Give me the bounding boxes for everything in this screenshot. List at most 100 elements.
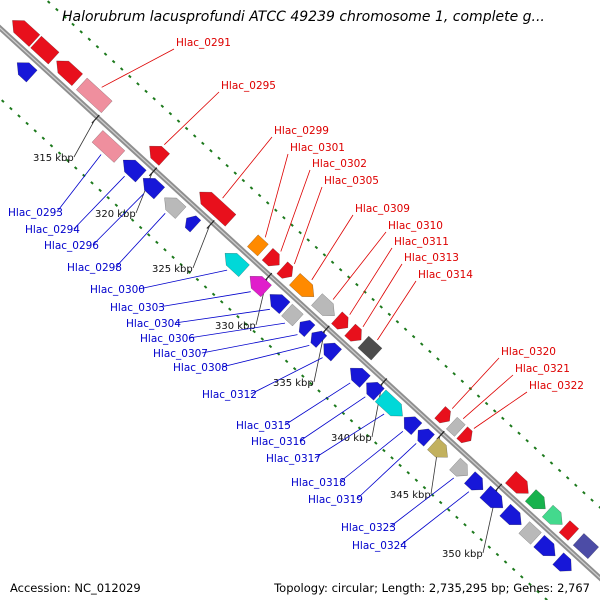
gene-label-Hlac_0294[interactable]: Hlac_0294 <box>25 224 80 236</box>
gene-Hlac_0308[interactable] <box>310 330 328 348</box>
gene-arrow[interactable] <box>572 533 600 560</box>
gene-arrow[interactable] <box>12 20 41 47</box>
gene-Hlac_0294[interactable] <box>122 159 147 183</box>
gene-arrow[interactable] <box>30 35 60 65</box>
gene-Hlac_0317[interactable] <box>374 389 403 417</box>
gene-Hlac_0322[interactable] <box>456 426 473 444</box>
gene-Hlac_0305[interactable] <box>276 261 294 279</box>
gene-Hlac_0291[interactable] <box>75 77 113 114</box>
gene-Hlac_0299[interactable] <box>199 191 237 227</box>
gene-label-Hlac_0300[interactable]: Hlac_0300 <box>90 284 145 296</box>
gene-label-Hlac_0296[interactable]: Hlac_0296 <box>44 240 99 252</box>
gene-Hlac_0315[interactable] <box>350 367 371 388</box>
gene-Hlac_0302[interactable] <box>261 247 280 267</box>
gene-label-leader <box>389 477 455 528</box>
gene-Hlac_0306[interactable] <box>281 303 304 327</box>
gene-label-Hlac_0295[interactable]: Hlac_0295 <box>221 80 276 92</box>
gene-label-leader <box>451 357 500 409</box>
gene-arrow[interactable] <box>518 521 542 545</box>
scale-tick-leader <box>192 225 210 269</box>
gene-label-Hlac_0316[interactable]: Hlac_0316 <box>251 436 306 448</box>
gene-label-leader <box>473 391 528 429</box>
gene-label-Hlac_0299[interactable]: Hlac_0299 <box>274 125 329 137</box>
gene-label-Hlac_0311[interactable]: Hlac_0311 <box>394 236 449 248</box>
gene-Hlac_0298[interactable] <box>164 197 187 219</box>
gene-label-Hlac_0310[interactable]: Hlac_0310 <box>388 220 443 232</box>
gene-arrow[interactable] <box>533 534 556 557</box>
gene-label-leader <box>222 136 273 199</box>
gene-label-leader <box>294 186 323 265</box>
gene-label-leader <box>138 269 228 290</box>
gene-label-Hlac_0306[interactable]: Hlac_0306 <box>140 333 195 345</box>
gene-Hlac_0309[interactable] <box>288 272 315 298</box>
scale-tick <box>436 430 445 440</box>
scale-tick <box>148 167 158 177</box>
gene-arrow[interactable] <box>558 520 580 541</box>
gene-Hlac_0323[interactable] <box>449 457 468 477</box>
gene-label-Hlac_0324[interactable]: Hlac_0324 <box>352 540 407 552</box>
gene-label-Hlac_0312[interactable]: Hlac_0312 <box>202 389 257 401</box>
gene-Hlac_0321[interactable] <box>445 416 466 437</box>
gene-Hlac_0303[interactable] <box>249 275 272 298</box>
gene-Hlac_0301[interactable] <box>246 234 269 257</box>
gene-label-Hlac_0305[interactable]: Hlac_0305 <box>324 175 379 187</box>
gene-label-Hlac_0320[interactable]: Hlac_0320 <box>501 346 556 358</box>
gene-arrow[interactable] <box>524 489 546 510</box>
gene-arrow[interactable] <box>184 215 202 233</box>
gene-Hlac_0324[interactable] <box>463 471 484 491</box>
gene-label-Hlac_0298[interactable]: Hlac_0298 <box>67 262 122 274</box>
gene-arrow[interactable] <box>552 552 572 572</box>
gene-label-Hlac_0318[interactable]: Hlac_0318 <box>291 477 346 489</box>
gene-Hlac_0310[interactable] <box>311 293 335 316</box>
gene-label-Hlac_0321[interactable]: Hlac_0321 <box>515 363 570 375</box>
gene-label-Hlac_0303[interactable]: Hlac_0303 <box>110 302 165 314</box>
gene-arrow[interactable] <box>541 504 563 525</box>
gene-label-Hlac_0304[interactable]: Hlac_0304 <box>126 318 181 330</box>
gene-Hlac_0319[interactable] <box>417 428 435 447</box>
gene-label-leader <box>339 430 404 483</box>
gene-Hlac_0300[interactable] <box>224 252 250 278</box>
gene-Hlac_0320[interactable] <box>434 406 451 424</box>
gene-Hlac_0304[interactable] <box>269 294 291 315</box>
scale-label: 350 kbp <box>442 549 483 560</box>
gene-Hlac_0293[interactable] <box>91 130 126 163</box>
gene-label-Hlac_0307[interactable]: Hlac_0307 <box>153 348 208 360</box>
gene-Hlac_0314[interactable] <box>357 335 383 361</box>
gene-label-Hlac_0319[interactable]: Hlac_0319 <box>308 494 363 506</box>
gene-label-Hlac_0302[interactable]: Hlac_0302 <box>312 158 367 170</box>
gene-label-leader <box>349 247 393 315</box>
gene-label-Hlac_0291[interactable]: Hlac_0291 <box>176 37 231 49</box>
gene-label-leader <box>101 48 175 88</box>
gene-label-Hlac_0313[interactable]: Hlac_0313 <box>404 252 459 264</box>
gene-label-Hlac_0301[interactable]: Hlac_0301 <box>290 142 345 154</box>
gene-arrow[interactable] <box>504 470 529 494</box>
dotted-track-lower <box>0 97 549 600</box>
scale-tick-leader <box>73 119 95 158</box>
gene-label-Hlac_0314[interactable]: Hlac_0314 <box>418 269 473 281</box>
gene-Hlac_0296[interactable] <box>142 177 166 200</box>
gene-label-leader <box>284 382 351 426</box>
gene-label-Hlac_0315[interactable]: Hlac_0315 <box>236 420 291 432</box>
gene-arrow[interactable] <box>499 503 522 526</box>
gene-label-leader <box>299 396 366 442</box>
gene-Hlac_0318[interactable] <box>403 416 423 436</box>
gene-Hlac_0307[interactable] <box>298 319 316 338</box>
gene-Hlac_0311[interactable] <box>331 311 349 330</box>
gene-label-Hlac_0293[interactable]: Hlac_0293 <box>8 207 63 219</box>
gene-arrow[interactable] <box>427 437 448 458</box>
gene-Hlac_0316[interactable] <box>366 381 385 401</box>
gene-arrow[interactable] <box>479 485 504 509</box>
gene-label-Hlac_0322[interactable]: Hlac_0322 <box>529 380 584 392</box>
gene-Hlac_0295[interactable] <box>149 145 171 166</box>
gene-label-Hlac_0308[interactable]: Hlac_0308 <box>173 362 228 374</box>
gene-Hlac_0313[interactable] <box>344 323 362 342</box>
gene-label-Hlac_0309[interactable]: Hlac_0309 <box>355 203 410 215</box>
gene-Hlac_0312[interactable] <box>323 342 343 362</box>
gene-label-Hlac_0317[interactable]: Hlac_0317 <box>266 453 321 465</box>
gene-arrow[interactable] <box>16 62 38 83</box>
gene-arrow[interactable] <box>56 60 84 87</box>
gene-label-Hlac_0323[interactable]: Hlac_0323 <box>341 522 396 534</box>
